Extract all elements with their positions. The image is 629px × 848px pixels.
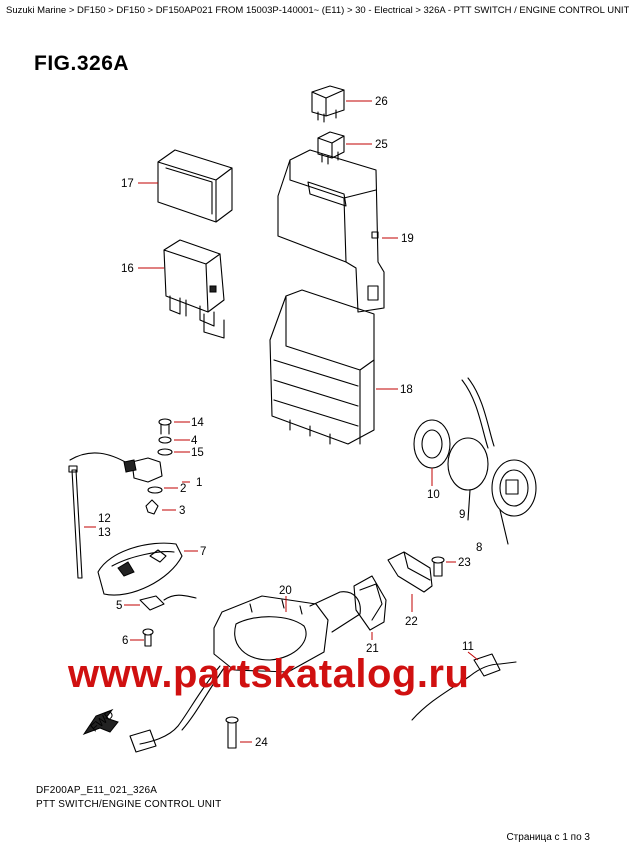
callout-5[interactable]: 5 (116, 600, 122, 612)
part-21-boot[interactable] (353, 575, 387, 640)
part-26-relay[interactable] (311, 85, 372, 123)
callout-10[interactable]: 10 (427, 489, 440, 501)
figure-caption: PTT SWITCH/ENGINE CONTROL UNIT (36, 799, 222, 810)
part-18-ecu[interactable] (269, 289, 398, 445)
part-14-bolt[interactable] (158, 418, 190, 435)
part-25-relay[interactable] (317, 131, 372, 165)
callout-24[interactable]: 24 (255, 737, 268, 749)
part-4-washer[interactable] (158, 436, 190, 444)
callout-13[interactable]: 13 (98, 527, 111, 539)
part-7-ptt-switch[interactable] (97, 542, 198, 596)
part-16-connector-block[interactable] (138, 239, 225, 339)
part-9-grommet[interactable] (447, 377, 537, 545)
callout-15[interactable]: 15 (191, 447, 204, 459)
callout-26[interactable]: 26 (375, 96, 388, 108)
callout-23[interactable]: 23 (458, 557, 471, 569)
callout-3[interactable]: 3 (179, 505, 185, 517)
part-12-cable-tie[interactable] (68, 465, 96, 579)
parts-diagram: FWD 26 25 17 19 16 18 14 4 15 1 2 3 12 1… (68, 85, 537, 753)
callout-8[interactable]: 8 (476, 542, 482, 554)
part-20-trim-motor[interactable] (129, 591, 361, 753)
callout-20[interactable]: 20 (279, 585, 292, 597)
part-1-trim-sender[interactable] (69, 452, 190, 494)
watermark: www.partskatalog.ru (68, 652, 470, 696)
page-indicator: Страница с 1 по 3 (506, 832, 590, 843)
callout-25[interactable]: 25 (375, 139, 388, 151)
callout-18[interactable]: 18 (400, 384, 413, 396)
part-3-clip[interactable] (145, 499, 176, 515)
part-5-switch[interactable] (124, 594, 197, 611)
callout-14[interactable]: 14 (191, 417, 204, 429)
part-17-cover[interactable] (138, 149, 233, 223)
part-22-bracket[interactable] (387, 551, 433, 612)
part-24-bolt[interactable] (225, 716, 252, 749)
breadcrumb[interactable]: Suzuki Marine > DF150 > DF150 > DF150AP0… (6, 5, 629, 16)
callout-6[interactable]: 6 (122, 635, 128, 647)
part-6-screw[interactable] (130, 628, 154, 647)
figure-title: FIG.326A (34, 52, 130, 75)
callout-9[interactable]: 9 (459, 509, 465, 521)
callout-12[interactable]: 12 (98, 513, 111, 525)
callout-19[interactable]: 19 (401, 233, 414, 245)
part-15-washer[interactable] (157, 448, 190, 456)
callout-16[interactable]: 16 (121, 263, 134, 275)
part-23-bolt[interactable] (431, 556, 456, 577)
callout-1[interactable]: 1 (196, 477, 202, 489)
callout-21[interactable]: 21 (366, 643, 379, 655)
callout-7[interactable]: 7 (200, 546, 206, 558)
figure-code: DF200AP_E11_021_326A (36, 785, 158, 796)
part-10-seal[interactable] (413, 419, 451, 486)
part-11-lead-wire[interactable] (411, 651, 517, 721)
callout-4[interactable]: 4 (191, 435, 198, 447)
fwd-arrow-icon (82, 708, 119, 736)
part-19-ecu-case[interactable] (277, 149, 398, 313)
callout-2[interactable]: 2 (180, 483, 186, 495)
callout-22[interactable]: 22 (405, 616, 418, 628)
callout-11[interactable]: 11 (462, 641, 474, 653)
callout-17[interactable]: 17 (121, 178, 134, 190)
